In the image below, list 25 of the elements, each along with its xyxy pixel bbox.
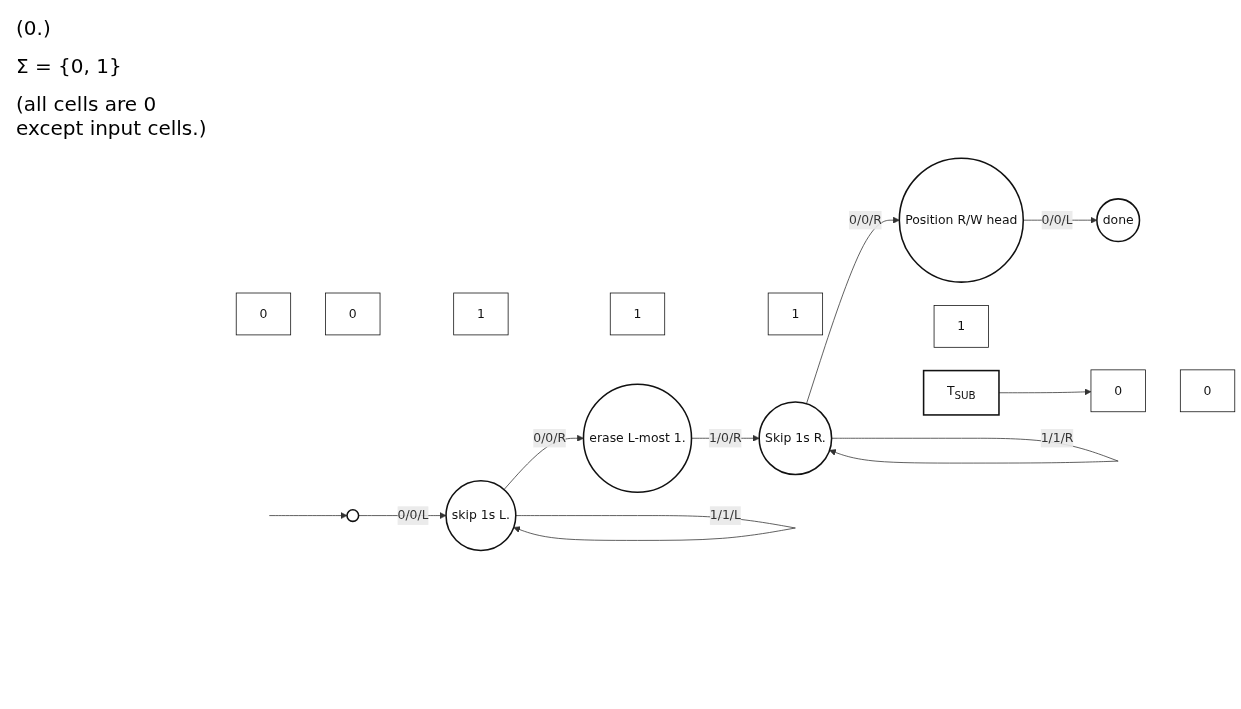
node-circle: Position R/W head [898, 157, 1025, 284]
node-box: 1 [933, 305, 989, 348]
node-circle: skip 1s L. [445, 480, 517, 552]
edge-label: 0/0/L [1041, 212, 1073, 228]
node-circle: erase L-most 1. [582, 383, 693, 494]
note-text: (all cells are 0 except input cells.) [16, 92, 208, 140]
node-box: 1 [453, 292, 509, 336]
edge-label: 1/1/R [1040, 430, 1074, 446]
node-circle [346, 509, 360, 523]
node-box: 1 [767, 292, 823, 336]
node-box: T$_{SUB}$ [922, 370, 1000, 416]
node-box: 0 [325, 292, 381, 336]
node-box: 0 [235, 292, 292, 336]
node-circle: done [1096, 198, 1141, 243]
figure-number: (0.) [16, 16, 52, 40]
node-circle: Skip 1s R. [758, 401, 833, 476]
node-box: 0 [1179, 369, 1236, 413]
edge-label: 0/0/R [849, 212, 882, 228]
edge-label: 1/0/R [708, 430, 742, 446]
node-box: 1 [609, 292, 666, 336]
edge-label: 0/0/R [533, 430, 567, 446]
edge-label: 1/1/L [709, 507, 741, 523]
node-box: 0 [1090, 369, 1146, 413]
note-text: Σ = {0, 1} [16, 54, 123, 78]
edge-label: 0/0/L [397, 507, 429, 523]
